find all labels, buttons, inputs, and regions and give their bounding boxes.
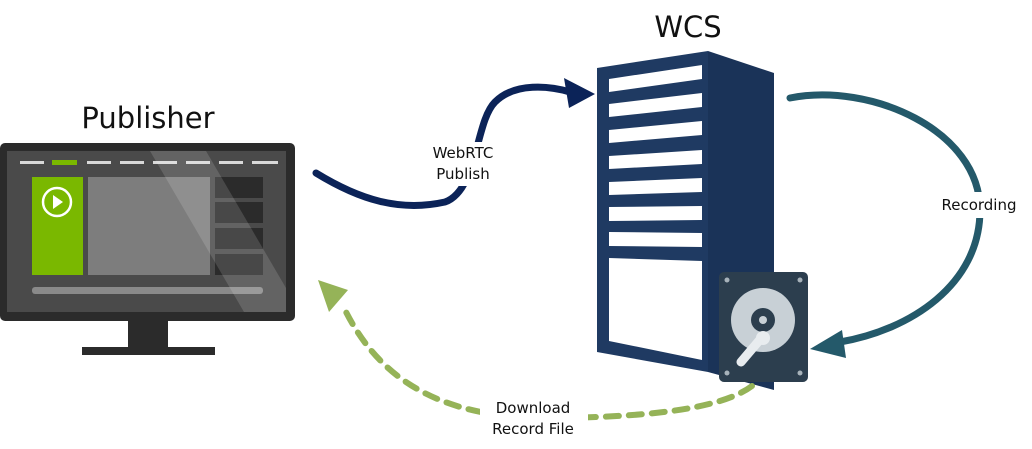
screen-thumbnail-list	[215, 177, 263, 275]
hard-disk-icon	[719, 272, 808, 382]
publish-label-line1: WebRTC	[433, 144, 494, 162]
server-vents	[609, 65, 702, 360]
publisher-node: Publisher	[0, 101, 295, 355]
download-edge: Download Record File	[318, 280, 755, 442]
recording-label: Recording	[941, 196, 1016, 214]
publish-label-line2: Publish	[436, 165, 489, 183]
publish-arrowhead	[564, 78, 595, 108]
server-title: WCS	[654, 10, 721, 44]
publisher-title: Publisher	[81, 101, 214, 135]
monitor-icon	[0, 143, 295, 355]
recording-arrow	[786, 91, 984, 346]
download-label-line2: Record File	[492, 420, 574, 438]
screen-progress-bar	[32, 287, 263, 294]
download-arrowhead	[318, 280, 348, 312]
recording-arrowhead	[810, 330, 846, 358]
play-icon	[41, 186, 73, 218]
screen-glare	[150, 151, 286, 312]
screen-green-panel	[32, 177, 83, 275]
recording-edge: Recording	[786, 91, 1026, 358]
monitor-base	[82, 347, 215, 355]
download-label-line1: Download	[496, 399, 571, 417]
screen-video-area	[88, 177, 210, 275]
monitor-neck	[128, 321, 168, 348]
publish-edge: WebRTC Publish	[312, 78, 595, 209]
server-node: WCS	[597, 10, 808, 390]
screen-tab-bar	[20, 160, 278, 165]
